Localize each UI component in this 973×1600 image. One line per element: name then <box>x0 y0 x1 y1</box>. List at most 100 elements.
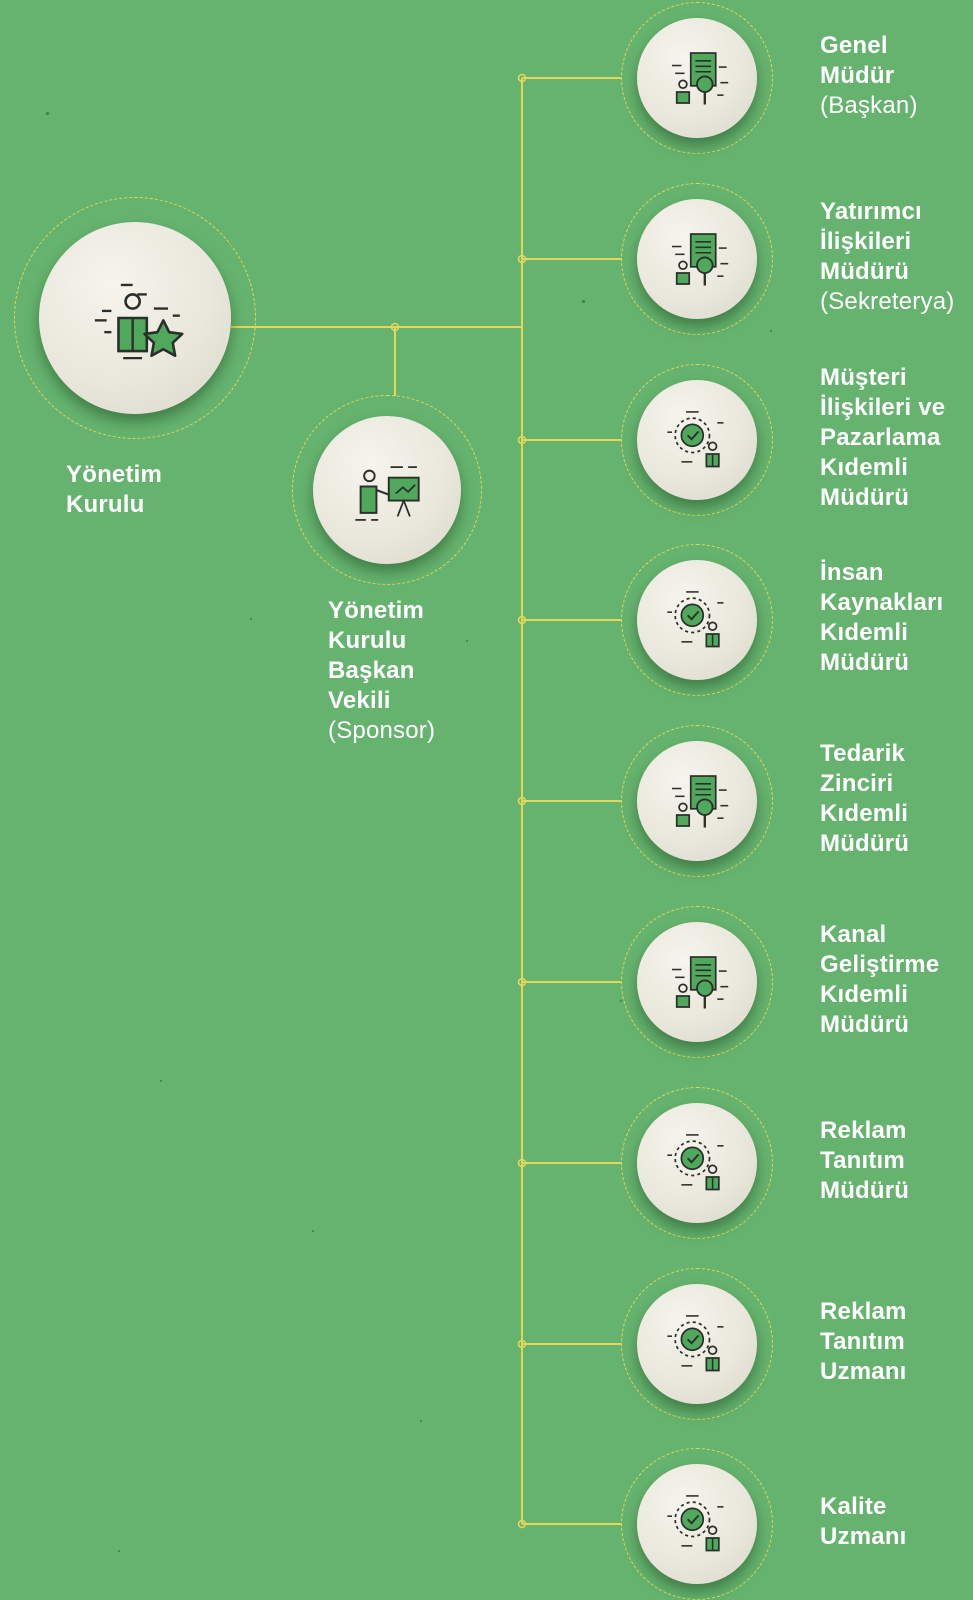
clock-person-icon <box>667 1134 724 1191</box>
branch-junction-dot <box>517 1519 527 1529</box>
clock-person-icon <box>667 591 724 648</box>
vice-chair-label: Yönetim Kurulu Başkan Vekili (Sponsor) <box>328 596 435 746</box>
member-title-line: Müdürü <box>820 258 910 285</box>
member-disc <box>637 199 757 319</box>
member-title-line: Yatırımcı <box>820 198 922 225</box>
member-ring <box>621 2 773 154</box>
background-speck <box>770 330 772 332</box>
vice-chair-title-line-3: Başkan <box>328 657 415 684</box>
board-node <box>14 197 256 439</box>
member-title-line: Müdürü <box>820 1177 910 1204</box>
member-title-line: Müdürü <box>820 484 910 511</box>
board-title-line-1: Yönetim <box>66 461 163 488</box>
member-node <box>621 1448 773 1600</box>
member-disc <box>637 741 757 861</box>
member-title-line: Reklam <box>820 1117 907 1144</box>
member-title-line: Müdürü <box>820 1011 910 1038</box>
member-title-line: Kaynakları <box>820 589 944 616</box>
member-title-line: Tedarik <box>820 740 905 767</box>
branch-junction-dot <box>517 435 527 445</box>
member-disc <box>637 380 757 500</box>
branch-junction-dot <box>517 73 527 83</box>
member-disc <box>637 18 757 138</box>
branch-junction-dot <box>517 1339 527 1349</box>
hub-junction-dot <box>390 322 400 332</box>
branch-junction-dot <box>517 254 527 264</box>
background-speck <box>420 1420 422 1422</box>
background-speck <box>250 618 252 620</box>
member-title-line: Müdürü <box>820 830 910 857</box>
member-title-line: İlişkileri <box>820 228 912 255</box>
vice-chair-title-line-1: Yönetim <box>328 597 425 624</box>
member-subtitle: (Başkan) <box>820 92 918 119</box>
member-title-line: Reklam <box>820 1298 907 1325</box>
background-speck <box>160 1080 162 1082</box>
member-ring <box>621 1087 773 1239</box>
branch-junction-dot <box>517 796 527 806</box>
background-speck <box>582 300 585 303</box>
board-label: Yönetim Kurulu <box>66 460 162 520</box>
member-title-line: İnsan <box>820 559 884 586</box>
background-speck <box>118 1550 120 1552</box>
vice-chair-node <box>292 395 482 585</box>
member-title-line: Müşteri <box>820 364 907 391</box>
vice-chair-subtitle: (Sponsor) <box>328 717 436 744</box>
member-title-line: Kıdemli <box>820 619 909 646</box>
member-title-line: Uzmanı <box>820 1523 907 1550</box>
member-title-line: Tanıtım <box>820 1147 905 1174</box>
vice-chair-title-line-2: Kurulu <box>328 627 407 654</box>
member-title-line: Kıdemli <box>820 800 909 827</box>
branch-junction-dot <box>517 1158 527 1168</box>
member-title-line: Kalite <box>820 1493 887 1520</box>
member-node <box>621 544 773 696</box>
member-ring <box>621 1268 773 1420</box>
member-title-line: Kanal <box>820 921 887 948</box>
member-title-line: İlişkileri ve <box>820 394 946 421</box>
member-node <box>621 364 773 516</box>
member-ring <box>621 725 773 877</box>
clock-person-icon <box>667 1315 724 1372</box>
background-speck <box>46 112 49 115</box>
member-title-line: Kıdemli <box>820 981 909 1008</box>
member-title-line: Kıdemli <box>820 454 909 481</box>
member-ring <box>621 906 773 1058</box>
clock-person-icon <box>667 411 724 468</box>
member-ring <box>621 183 773 335</box>
member-node <box>621 906 773 1058</box>
member-disc <box>637 1103 757 1223</box>
vice-chair-ring <box>292 395 482 585</box>
member-node <box>621 1268 773 1420</box>
document-search-icon <box>672 233 729 286</box>
member-title-line: Geliştirme <box>820 951 940 978</box>
member-title-line: Pazarlama <box>820 424 941 451</box>
background-speck <box>620 1000 622 1002</box>
member-disc <box>637 1464 757 1584</box>
member-title-line: Genel <box>820 32 888 59</box>
member-title-line: Uzmanı <box>820 1358 907 1385</box>
member-subtitle: (Sekreterya) <box>820 288 955 315</box>
member-title-line: Zinciri <box>820 770 894 797</box>
member-disc <box>637 922 757 1042</box>
board-ring <box>14 197 256 439</box>
member-node <box>621 1087 773 1239</box>
document-search-icon <box>672 956 729 1009</box>
vice-chair-disc <box>313 416 461 564</box>
person-star-icon <box>94 283 184 360</box>
document-search-icon <box>672 52 729 105</box>
clock-person-icon <box>667 1495 724 1552</box>
member-ring <box>621 364 773 516</box>
board-disc <box>39 222 231 414</box>
presentation-icon <box>355 466 420 521</box>
vice-chair-title-line-4: Vekili <box>328 687 391 714</box>
branch-junction-dot <box>517 615 527 625</box>
